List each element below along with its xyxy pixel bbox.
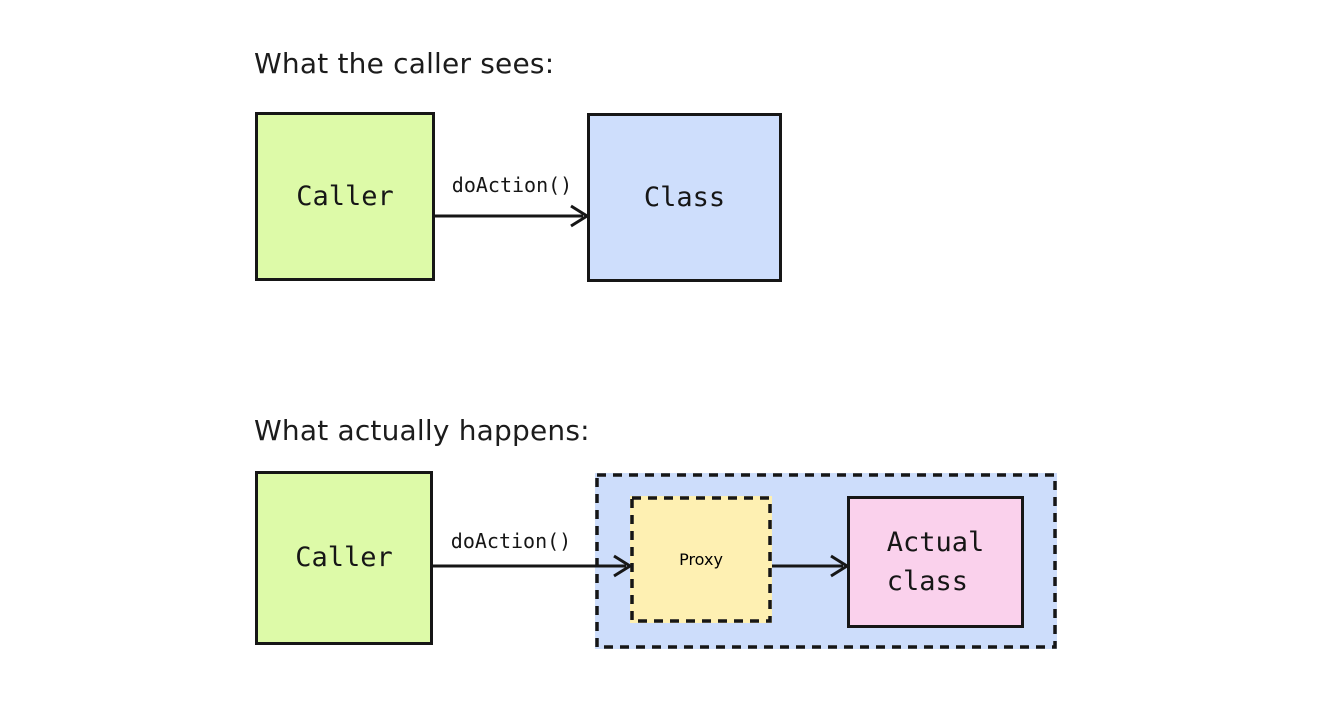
caller-label-bottom: Caller — [295, 542, 393, 574]
arrow-caller-to-class — [435, 204, 590, 228]
class-box: Class — [587, 113, 782, 282]
proxy-label: Proxy — [679, 550, 723, 569]
caller-box-bottom: Caller — [255, 471, 433, 645]
caller-label-top: Caller — [296, 180, 394, 212]
bottom-section-heading: What actually happens: — [254, 414, 590, 447]
arrow-caller-to-proxy — [433, 554, 633, 578]
top-section-heading: What the caller sees: — [254, 47, 555, 80]
actual-class-box: Actual class — [847, 496, 1024, 628]
class-label: Class — [643, 181, 726, 213]
actual-class-label: Actual class — [886, 526, 985, 597]
doaction-label-top: doAction() — [451, 173, 573, 197]
proxy-box: Proxy — [630, 496, 772, 623]
arrow-proxy-to-actual — [772, 554, 850, 578]
doaction-label-bottom: doAction() — [450, 529, 572, 553]
caller-box-top: Caller — [255, 112, 435, 281]
